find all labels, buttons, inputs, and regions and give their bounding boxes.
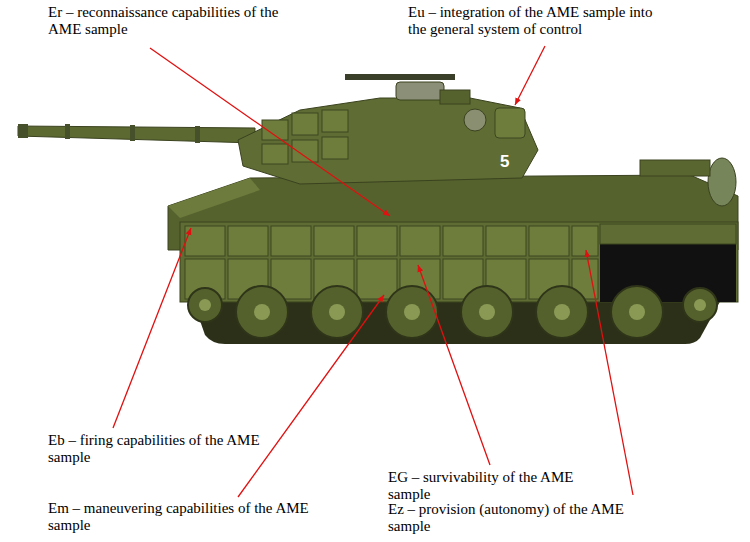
- turret-number: 5: [500, 153, 520, 170]
- callout-label: Eu – integration of the AME sample into …: [408, 4, 670, 39]
- callout-label: Em – maneuvering capabilities of the AME…: [48, 500, 310, 535]
- callout-label: Er – reconnaissance capabilities of the …: [48, 4, 306, 39]
- callout-label: Eb – firing capabilities of the AME samp…: [48, 432, 260, 467]
- callout-label: Ez – provision (autonomy) of the AME sam…: [388, 501, 660, 536]
- callout-label: EG – survivability of the AME sample: [388, 469, 576, 504]
